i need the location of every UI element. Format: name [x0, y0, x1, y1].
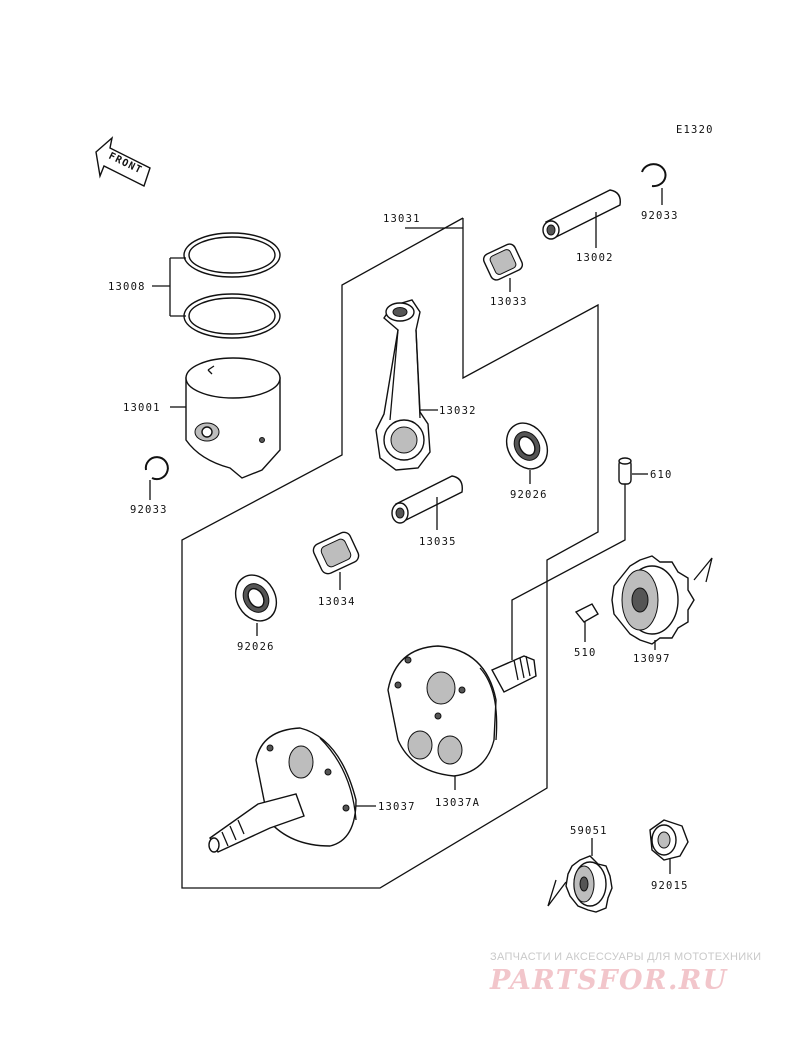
thrust-washer-right: [505, 422, 549, 470]
label-13033: 13033: [490, 296, 528, 308]
crank-pin: [391, 475, 463, 524]
front-arrow-icon: FRONT: [95, 136, 151, 187]
piston-rings: [183, 232, 281, 339]
thrust-washer-left: [234, 574, 278, 622]
flange-nut: [649, 819, 689, 861]
label-13097: 13097: [633, 653, 671, 665]
circlip-right: [641, 163, 667, 188]
needle-bearing-small: [482, 243, 524, 281]
connecting-rod: [375, 299, 431, 471]
diagram-code: E1320: [676, 124, 714, 136]
piston-pin: [542, 189, 621, 240]
label-13032: 13032: [439, 405, 477, 417]
label-13037A: 13037A: [435, 797, 480, 809]
circlip-left: [144, 456, 169, 481]
label-92026-right: 92026: [510, 489, 548, 501]
label-92033-left: 92033: [130, 504, 168, 516]
label-92026-left: 92026: [237, 641, 275, 653]
primary-gear: [611, 555, 695, 645]
label-92033-right: 92033: [641, 210, 679, 222]
assembly-outline-13031: [181, 217, 599, 889]
woodruff-key: [574, 603, 599, 623]
dowel-pin: [618, 457, 632, 485]
label-13002: 13002: [576, 252, 614, 264]
crankshaft-left-half: [208, 727, 357, 853]
label-13037: 13037: [378, 801, 416, 813]
label-610: 610: [650, 469, 673, 481]
crankshaft-right-half: [387, 645, 537, 777]
label-59051: 59051: [570, 825, 608, 837]
watermark-logo: PARTSFOR.RU: [490, 965, 728, 996]
label-13008: 13008: [108, 281, 146, 293]
label-92015: 92015: [651, 880, 689, 892]
label-13035: 13035: [419, 536, 457, 548]
balancer-gear: [565, 855, 613, 913]
label-13001: 13001: [123, 402, 161, 414]
watermark-tagline: ЗАПЧАСТИ И АКСЕССУАРЫ ДЛЯ МОТОТЕХНИКИ: [490, 951, 762, 963]
piston: [185, 357, 281, 479]
label-13034: 13034: [318, 596, 356, 608]
label-510: 510: [574, 647, 597, 659]
label-13031: 13031: [383, 213, 421, 225]
needle-bearing-large: [312, 531, 360, 575]
